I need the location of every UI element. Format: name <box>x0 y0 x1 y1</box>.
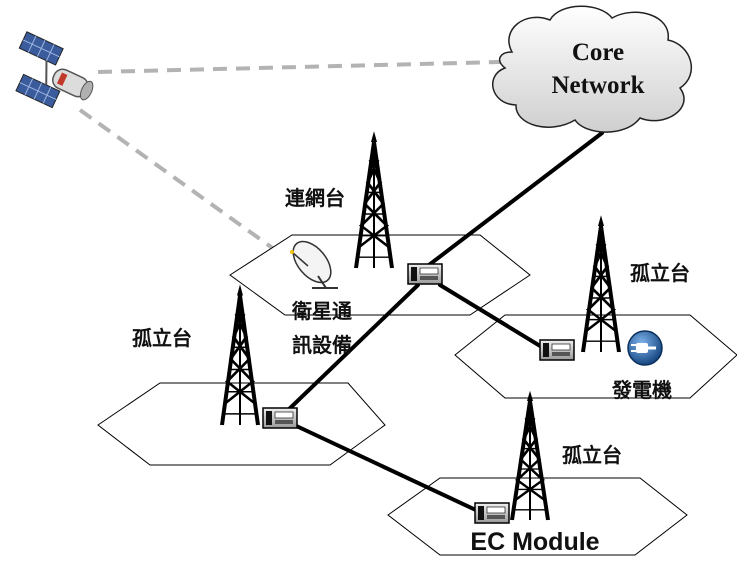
cloud-icon <box>492 5 692 133</box>
ec-module-icon <box>262 407 298 429</box>
label-ec-module: EC Module <box>470 528 599 556</box>
label-isolated-bottom: 孤立台 <box>562 443 622 467</box>
satellite-to-dish-link <box>78 108 294 264</box>
connected-to-left-link <box>283 283 420 415</box>
label-generator: 發電機 <box>611 378 672 402</box>
satellite-icon <box>15 31 94 109</box>
wired-links <box>283 131 604 514</box>
satellite-dish-icon <box>290 240 338 289</box>
label-connected-station: 連網台 <box>285 186 345 210</box>
cell-isolated-bottom <box>387 477 688 556</box>
label-isolated-left: 孤立台 <box>132 326 192 350</box>
label-sat-equipment-line1: 衛星通 <box>291 299 352 323</box>
cloud-label-line1: Core <box>572 39 624 66</box>
label-isolated-right: 孤立台 <box>630 261 690 285</box>
cell-connected <box>229 234 531 316</box>
left-to-bottom-link <box>288 421 482 514</box>
ec-module-icon <box>474 502 510 524</box>
satellite-to-core-link <box>97 60 501 74</box>
cell-isolated-right <box>454 314 737 399</box>
connected-to-right-link <box>438 283 552 354</box>
ec-module-icon <box>407 263 443 285</box>
ec-module-icon <box>539 339 575 361</box>
cell-isolated-left <box>97 382 386 466</box>
generator-plug-icon <box>627 330 663 366</box>
core-to-connected-link <box>423 131 604 270</box>
core-network-cloud: Core Network <box>492 5 692 133</box>
satellite-links <box>78 60 501 264</box>
label-sat-equipment-line2: 訊設備 <box>292 333 352 357</box>
cloud-label-line2: Network <box>551 72 644 99</box>
